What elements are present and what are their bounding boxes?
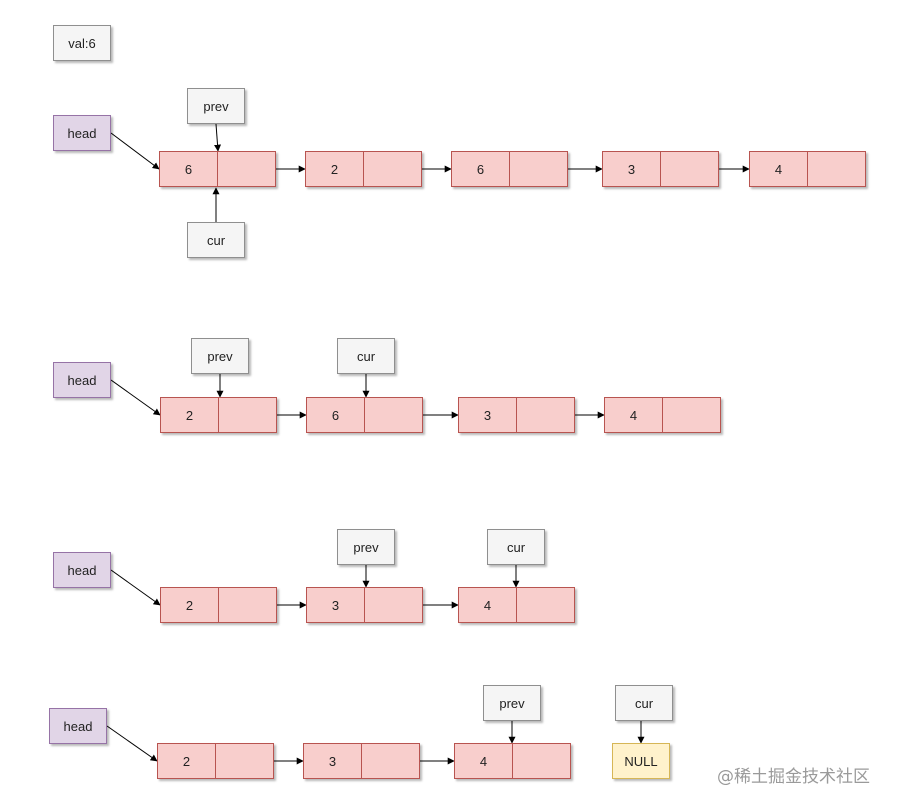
node-value: 3 bbox=[328, 753, 337, 769]
list-node: 2 bbox=[160, 397, 277, 433]
head-label-row-3: head bbox=[53, 552, 111, 588]
head-label-row-2: head bbox=[53, 362, 111, 398]
list-node: 6 bbox=[159, 151, 276, 187]
node-value: 6 bbox=[476, 161, 485, 177]
node-next-pointer bbox=[217, 152, 275, 186]
list-node: 2 bbox=[160, 587, 277, 623]
list-node: 4 bbox=[458, 587, 575, 623]
node-next-pointer bbox=[363, 152, 421, 186]
head-pointer-arrow bbox=[110, 132, 160, 170]
node-value: 4 bbox=[479, 753, 488, 769]
node-next-pointer bbox=[516, 398, 574, 432]
head-pointer-arrow bbox=[110, 379, 161, 416]
prev-pointer-arrow bbox=[214, 123, 222, 152]
node-value: 3 bbox=[627, 161, 636, 177]
prev-label-row-2: prev bbox=[191, 338, 249, 374]
list-node: 2 bbox=[305, 151, 422, 187]
val-label: val:6 bbox=[53, 25, 111, 61]
cur-label-row-1: cur bbox=[187, 222, 245, 258]
list-node: 6 bbox=[306, 397, 423, 433]
node-value: 2 bbox=[330, 161, 339, 177]
node-value: 2 bbox=[185, 597, 194, 613]
head-label-row-1: head bbox=[53, 115, 111, 151]
node-next-pointer bbox=[364, 398, 422, 432]
node-value: 6 bbox=[331, 407, 340, 423]
node-next-pointer bbox=[807, 152, 865, 186]
node-value: 2 bbox=[182, 753, 191, 769]
cur-label-row-4: cur bbox=[615, 685, 673, 721]
list-node: 4 bbox=[454, 743, 571, 779]
cur-label-row-3: cur bbox=[487, 529, 545, 565]
list-node: 3 bbox=[306, 587, 423, 623]
head-label-row-4: head bbox=[49, 708, 107, 744]
node-value: 6 bbox=[184, 161, 193, 177]
prev-label-row-4: prev bbox=[483, 685, 541, 721]
node-next-pointer bbox=[512, 744, 570, 778]
node-next-pointer bbox=[509, 152, 567, 186]
list-node: 6 bbox=[451, 151, 568, 187]
node-next-pointer bbox=[516, 588, 574, 622]
list-node: 3 bbox=[303, 743, 420, 779]
node-next-pointer bbox=[361, 744, 419, 778]
node-next-pointer bbox=[364, 588, 422, 622]
list-node: 3 bbox=[602, 151, 719, 187]
head-pointer-arrow bbox=[106, 725, 158, 762]
list-node: 4 bbox=[749, 151, 866, 187]
node-next-pointer bbox=[218, 398, 276, 432]
prev-label-row-1: prev bbox=[187, 88, 245, 124]
node-next-pointer bbox=[660, 152, 718, 186]
null-node: NULL bbox=[612, 743, 670, 779]
list-node: 3 bbox=[458, 397, 575, 433]
list-node: 2 bbox=[157, 743, 274, 779]
prev-label-row-3: prev bbox=[337, 529, 395, 565]
node-next-pointer bbox=[218, 588, 276, 622]
node-value: 4 bbox=[629, 407, 638, 423]
node-value: 3 bbox=[331, 597, 340, 613]
node-next-pointer bbox=[215, 744, 273, 778]
cur-label-row-2: cur bbox=[337, 338, 395, 374]
node-value: 3 bbox=[483, 407, 492, 423]
head-pointer-arrow bbox=[110, 569, 161, 606]
node-value: 4 bbox=[774, 161, 783, 177]
node-next-pointer bbox=[662, 398, 720, 432]
node-value: 2 bbox=[185, 407, 194, 423]
watermark: @稀土掘金技术社区 bbox=[717, 767, 870, 787]
node-value: 4 bbox=[483, 597, 492, 613]
list-node: 4 bbox=[604, 397, 721, 433]
